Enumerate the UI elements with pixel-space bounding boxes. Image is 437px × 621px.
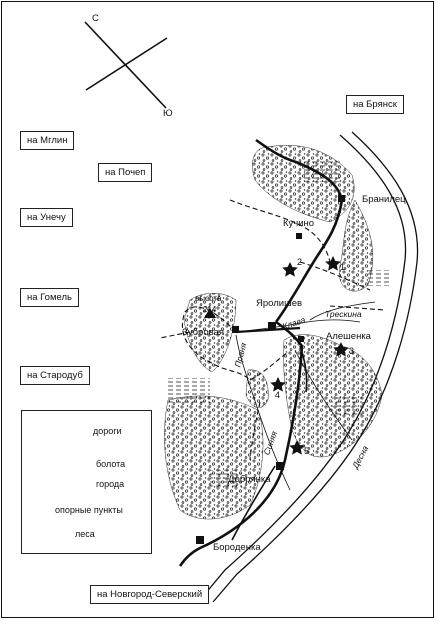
height-label: высота	[195, 294, 222, 303]
legend	[21, 410, 152, 554]
compass-south: Ю	[163, 108, 173, 119]
secondary-roads	[159, 199, 386, 461]
legend-towns: города	[96, 479, 125, 489]
town-aleshenka-marker	[298, 336, 304, 342]
compass-north: С	[92, 13, 99, 24]
legend-roads: дороги	[93, 426, 122, 436]
town-branilets-marker	[338, 195, 345, 202]
star-icon	[270, 377, 286, 392]
star-icon	[282, 262, 298, 277]
star-icon	[325, 256, 341, 271]
strongpoint-5-number: 5	[304, 446, 310, 456]
strongpoint-4-number: 4	[275, 390, 281, 400]
direction-starodub: на Стародуб	[20, 366, 90, 385]
swamp-areas	[168, 160, 390, 488]
town-markers	[196, 195, 345, 544]
strongpoint-1-number: 1	[340, 262, 346, 272]
star-icon	[289, 440, 305, 455]
strongpoint-3-number: 3	[349, 346, 355, 356]
town-dobryanka-marker	[276, 462, 284, 470]
place-borodenka: Бороденка	[213, 542, 261, 553]
place-dobryanka: Добрянка	[228, 474, 271, 485]
strongpoint-markers	[270, 256, 349, 455]
place-yarolishev: Яролишев	[256, 298, 303, 309]
town-zubrovaya-marker	[232, 326, 239, 333]
desna-river	[199, 131, 419, 603]
direction-novgorod-severskiy: на Новгород-Северский	[90, 585, 210, 604]
town-kuchino-marker	[296, 233, 302, 239]
place-aleshenka: Алешенка	[326, 331, 371, 342]
direction-unecha: на Унечу	[20, 208, 73, 227]
place-kuchino: Кучино	[283, 218, 315, 229]
river-treskina: Трескина	[325, 309, 362, 319]
direction-bryansk: на Брянск	[346, 95, 404, 114]
place-zubrovaya: Зубровая	[182, 327, 224, 338]
direction-pochep: на Почеп	[98, 163, 153, 182]
legend-forests: леса	[75, 529, 95, 539]
compass	[84, 21, 168, 109]
legend-swamps: болота	[96, 459, 126, 469]
direction-gomel: на Гомель	[20, 288, 79, 307]
strongpoint-2-number: 2	[297, 257, 303, 267]
direction-mglin: на Мглин	[20, 131, 75, 150]
height-triangle-icon	[204, 308, 216, 318]
town-borodenka-marker	[196, 536, 204, 544]
height-value: 214	[203, 305, 217, 314]
place-branilets: Бранилец	[362, 194, 406, 205]
legend-strongpoints: опорные пункты	[55, 505, 123, 515]
town-yarolishev-marker	[268, 322, 276, 330]
star-icon	[333, 342, 349, 357]
